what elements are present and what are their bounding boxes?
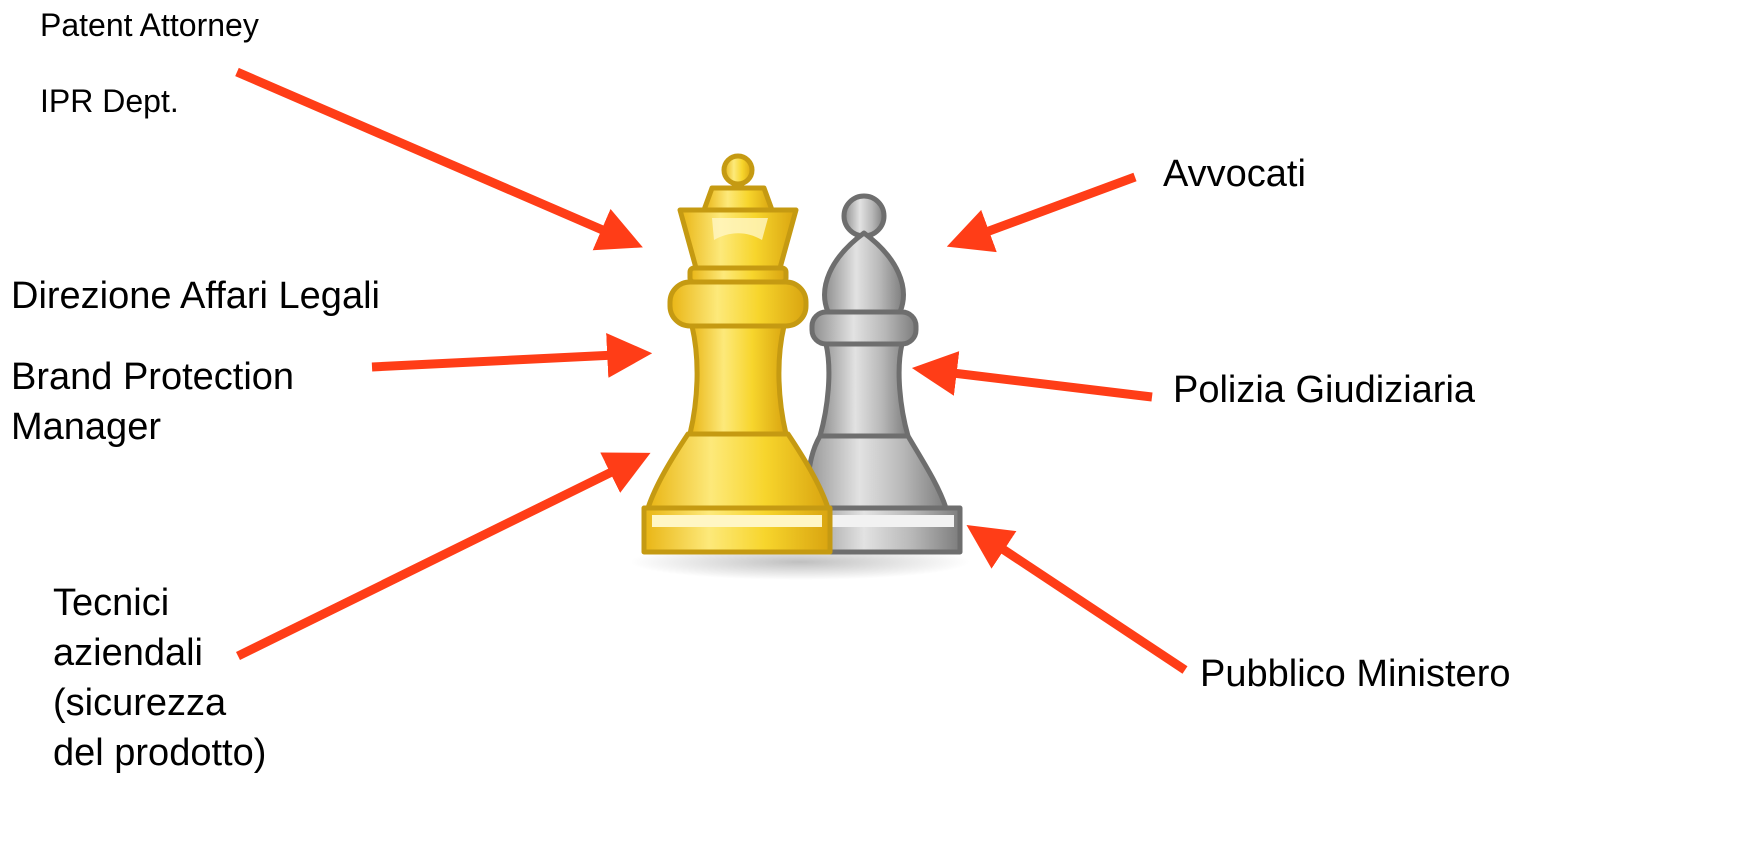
arrow-pubblico-ministero [966,525,1188,674]
label-pubblico-ministero: Pubblico Ministero [1200,653,1511,695]
arrow-polizia [911,351,1153,402]
label-polizia-giudiziaria: Polizia Giudiziaria [1173,369,1476,411]
arrow-avvocati [946,172,1137,253]
arrow-tecnici [236,452,651,661]
label-ipr-dept: IPR Dept. [40,83,179,119]
label-brand-protection-manager: Brand Protection Manager [11,356,295,448]
arrow-patent-attorney [235,67,643,251]
queen-chess-icon [641,153,833,555]
label-tecnici-aziendali: Tecnici aziendali (sicurezza del prodott… [53,582,267,774]
label-patent-attorney: Patent Attorney [40,7,259,43]
label-avvocati: Avvocati [1163,153,1306,195]
label-direzione-affari-legali: Direzione Affari Legali [11,275,380,317]
arrow-brand-protection [371,332,653,378]
